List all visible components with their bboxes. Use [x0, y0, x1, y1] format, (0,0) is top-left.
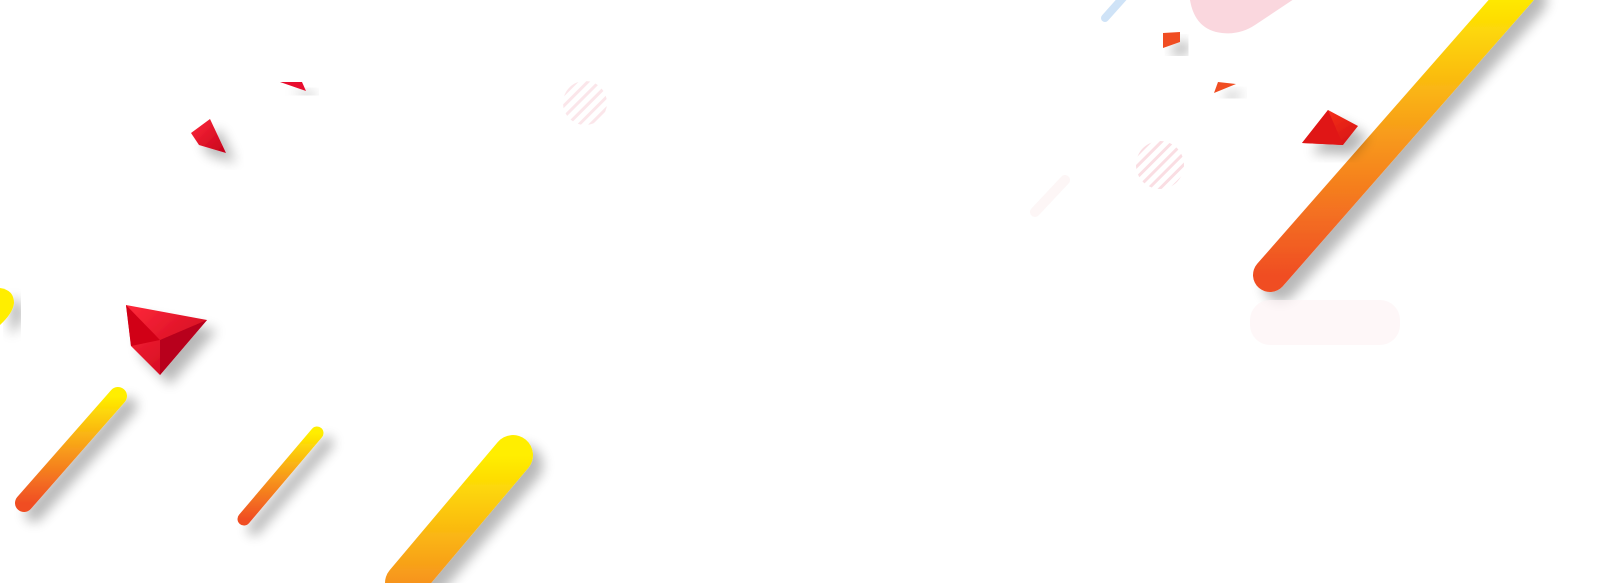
triangle-shard-icon — [1214, 82, 1236, 93]
triangle-shard-icon — [191, 119, 226, 153]
streak-icon — [1253, 0, 1534, 292]
striped-circle-icon — [563, 81, 607, 125]
striped-circle-icon — [1136, 141, 1184, 189]
ghost-streak-icon — [1030, 175, 1070, 217]
ghost-pill-icon — [1250, 300, 1400, 345]
streak-icon — [385, 435, 533, 583]
triangle-shard-icon — [1163, 32, 1180, 48]
pink-pill-icon — [1101, 0, 1293, 34]
triangle-shard-icon — [280, 82, 306, 91]
gem-icon — [1302, 110, 1358, 145]
streak-icon — [15, 387, 127, 512]
streak-icon — [237, 426, 324, 526]
gem-icon — [126, 305, 207, 375]
light-blue-streak-icon — [1101, 0, 1127, 22]
streak-icon — [0, 288, 14, 325]
